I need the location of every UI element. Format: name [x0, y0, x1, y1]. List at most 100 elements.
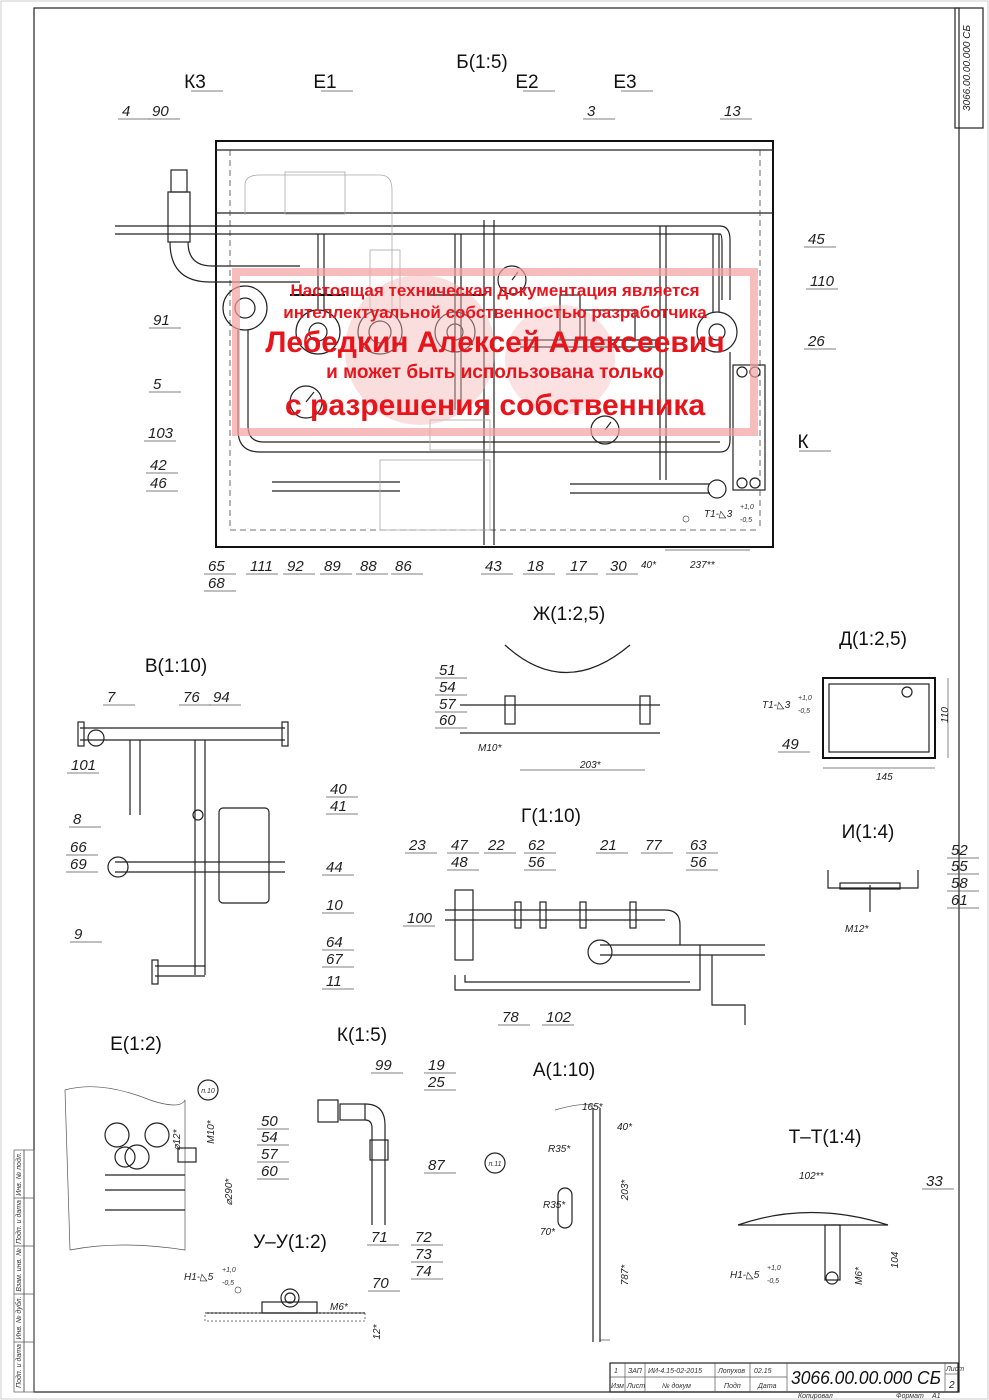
- callout: 110: [810, 273, 835, 290]
- callout: 56: [690, 854, 707, 871]
- callout: 30: [610, 558, 627, 575]
- watermark-line-5: с разрешения собственника: [285, 389, 705, 422]
- callout: 76: [183, 689, 200, 706]
- callout: 41: [330, 798, 347, 815]
- callout: 54: [261, 1129, 278, 1146]
- callout: 78: [502, 1009, 519, 1026]
- dimension: М10*: [206, 1119, 217, 1143]
- callout: 11: [326, 973, 342, 990]
- flange: [222, 285, 268, 331]
- dimension: 237**: [689, 560, 716, 571]
- sheet-label: Лист: [945, 1366, 964, 1373]
- callout: 88: [360, 558, 377, 575]
- callout: 49: [782, 736, 799, 753]
- flange: [696, 311, 738, 353]
- callout: 57: [261, 1146, 278, 1163]
- title-block-header: Дата: [757, 1383, 777, 1390]
- side-stamp-label: Подп. и дата: [15, 1344, 23, 1388]
- callout: 50: [261, 1113, 278, 1130]
- dimension: R35*: [543, 1200, 566, 1211]
- callout: 101: [71, 757, 96, 774]
- callout: 4: [122, 103, 130, 120]
- callout: 102: [546, 1009, 572, 1026]
- callout: 23: [408, 837, 426, 854]
- callout: 64: [326, 934, 343, 951]
- title-block-cell: ЗАП: [628, 1368, 643, 1375]
- callout: 65: [208, 558, 225, 575]
- callout: 13: [724, 103, 741, 120]
- dimension: 104: [890, 1251, 901, 1268]
- side-stamp-label: Инв. № дубл.: [15, 1296, 23, 1339]
- dimension: 203*: [579, 760, 602, 771]
- callout: 67: [326, 951, 343, 968]
- view-title-i: И(1:4): [842, 822, 895, 843]
- callout: 63: [690, 837, 707, 854]
- dimension: R35*: [548, 1144, 571, 1155]
- dimension: М10*: [478, 743, 502, 754]
- weld-tolerance: +1,0: [767, 1265, 781, 1272]
- watermark-line-4: и может быть использована только: [326, 362, 664, 383]
- callout: 60: [439, 712, 456, 729]
- callout: 21: [599, 837, 617, 854]
- view-v-piping: [77, 721, 289, 985]
- weld-tolerance: +1,0: [798, 695, 812, 702]
- dimension: ⌀12*: [172, 1128, 183, 1150]
- dimension: 787*: [620, 1264, 631, 1286]
- callout: 61: [951, 892, 968, 909]
- callout: 5: [153, 376, 162, 393]
- callout: 18: [527, 558, 544, 575]
- view-i: [827, 870, 919, 912]
- callout: 42: [150, 457, 167, 474]
- callout: 9: [74, 926, 83, 943]
- callout: 44: [326, 859, 343, 876]
- copied-label: Копировал: [798, 1393, 833, 1400]
- title-block-cell: Лопухов: [717, 1368, 745, 1375]
- watermark-owner-name: Лебедкин Алексей Алексеевич: [265, 326, 724, 359]
- callout: 3: [587, 103, 596, 120]
- callout: 73: [415, 1246, 432, 1263]
- title-block-cell: ИИ-4.15-02-2015: [648, 1368, 702, 1375]
- view-zh-support: [460, 644, 660, 771]
- document-number-side: 3066.00.00.000 СБ: [962, 25, 973, 112]
- sheet-number: 2: [948, 1380, 955, 1391]
- callout: 70: [372, 1275, 389, 1292]
- pressure-gauge-icon: [289, 385, 323, 419]
- callout: 8: [73, 811, 82, 828]
- view-title-e: Е(1:2): [110, 1034, 162, 1055]
- format-label: Формат: [896, 1393, 924, 1400]
- view-title-g: Г(1:10): [521, 806, 581, 827]
- weld-tolerance: -0,5: [798, 708, 810, 715]
- view-title-tt: Т–Т(1:4): [789, 1127, 862, 1148]
- callout: 43: [485, 558, 502, 575]
- watermark-line-1: Настоящая техническая документация являе…: [290, 281, 699, 300]
- callout: 74: [415, 1263, 432, 1280]
- weld-symbol: Н1-◺5: [730, 1270, 760, 1281]
- callout: 58: [951, 875, 968, 892]
- callout: 66: [70, 839, 87, 856]
- callout: 7: [107, 689, 116, 706]
- callout: 68: [208, 575, 225, 592]
- view-title-v: В(1:10): [145, 656, 207, 677]
- side-stamp-label: Подп. и дата: [15, 1200, 23, 1244]
- weld-symbol: Н1-◺5: [184, 1272, 214, 1283]
- side-stamp-column: [13, 1149, 35, 1393]
- dimension: 40*: [641, 560, 657, 571]
- callout: 69: [70, 856, 87, 873]
- callout: 90: [152, 103, 169, 120]
- dimension: 110: [940, 707, 951, 723]
- callout: 10: [326, 897, 343, 914]
- view-title-b: Б(1:5): [456, 52, 508, 73]
- callout: 26: [807, 333, 825, 350]
- title-block-cell: 02.15: [754, 1368, 772, 1375]
- callout: 60: [261, 1163, 278, 1180]
- ownership-watermark: Настоящая техническая документация являе…: [232, 268, 758, 436]
- callout: К: [797, 432, 808, 453]
- weld-tolerance: +1,0: [740, 504, 754, 511]
- dimension: М6*: [854, 1266, 865, 1285]
- view-title-d: Д(1:2,5): [839, 629, 907, 650]
- dimension: 165*: [582, 1102, 604, 1113]
- dimension: ⌀290*: [224, 1178, 235, 1206]
- view-a-bracket: [484, 1104, 610, 1342]
- dimension: 70*: [540, 1227, 556, 1238]
